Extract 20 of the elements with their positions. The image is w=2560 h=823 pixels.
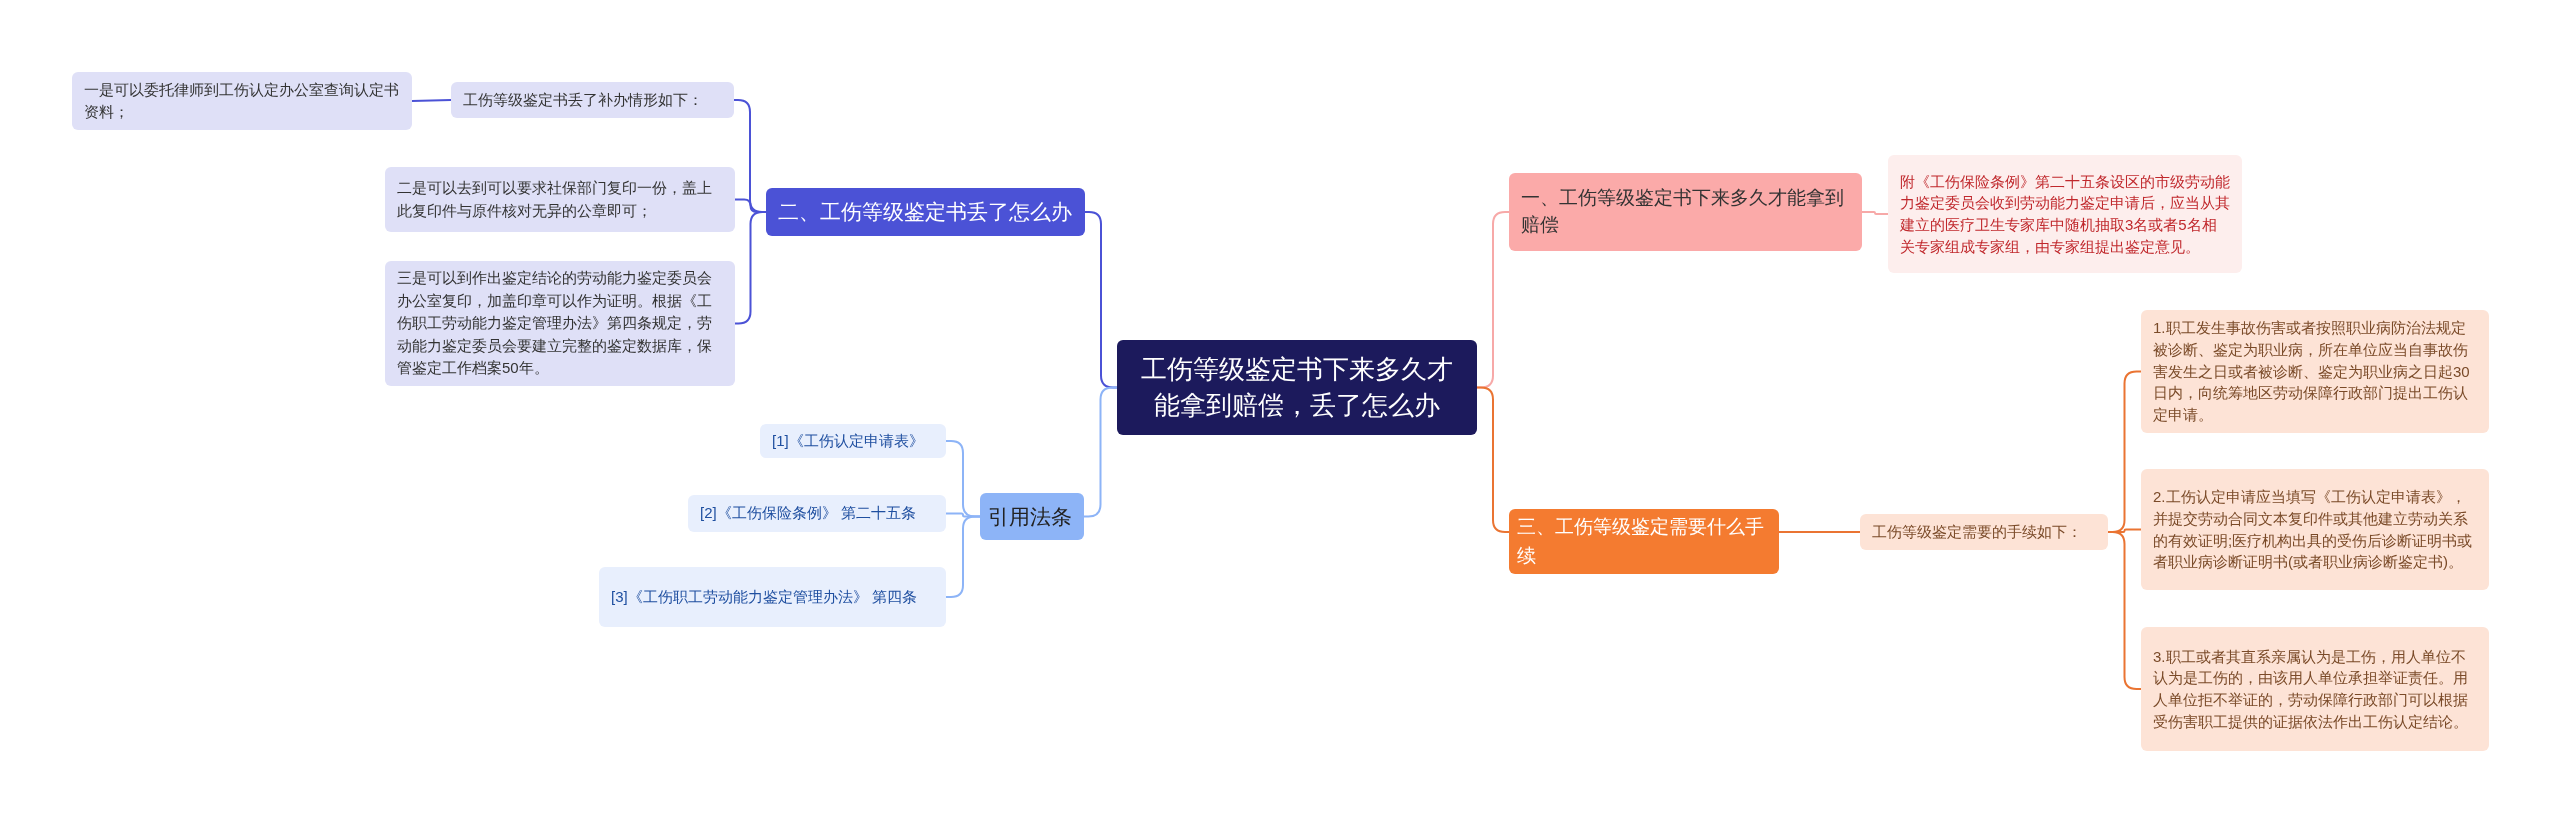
connector-line: [411, 99, 452, 102]
central-topic: 工伤等级鉴定书下来多久才能拿到赔偿，丢了怎么办: [1117, 340, 1477, 435]
subtopic-box: 附《工伤保险条例》第二十五条设区的市级劳动能力鉴定委员会收到劳动能力鉴定申请后，应当从其建立的医疗卫生专家库中随机抽取3名或者5名相关专家组成专家组，由专家组提出鉴定意见。: [1888, 155, 2242, 273]
subtopic-box: 一是可以委托律师到工伤认定办公室查询认定书资料；: [72, 72, 412, 130]
subtopic-box: 工伤等级鉴定需要的手续如下：: [1860, 514, 2108, 550]
subtopic-box: [1]《工伤认定申请表》: [760, 424, 946, 458]
subtopic-box: [3]《工伤职工劳动能力鉴定管理办法》 第四条: [599, 567, 946, 627]
connector-line: [1778, 531, 1861, 533]
branch-topic: 二、工伤等级鉴定书丢了怎么办: [766, 188, 1085, 236]
subtopic-box: 二是可以去到可以要求社保部门复印一份，盖上此复印件与原件核对无异的公章即可；: [385, 167, 735, 232]
subtopic-box: 三是可以到作出鉴定结论的劳动能力鉴定委员会办公室复印，加盖印章可以作为证明。根据《工伤职工劳动能力鉴定管理办法》第四条规定，劳动能力鉴定委员会要建立完整的鉴定数据库，保管鉴定工作档案50年。: [385, 261, 735, 386]
subtopic-box: [2]《工伤保险条例》 第二十五条: [688, 495, 946, 532]
subtopic-box: 3.职工或者其直系亲属认为是工伤，用人单位不认为是工伤的，由该用人单位承担举证责任。用人单位拒不举证的，劳动保障行政部门可以根据受伤害职工提供的证据依法作出工伤认定结论。: [2141, 627, 2489, 751]
connector-line: [1861, 211, 1889, 215]
subtopic-box: 2.工伤认定申请应当填写《工伤认定申请表》，并提交劳动合同文本复印件或其他建立劳动关系的有效证明;医疗机构出具的受伤后诊断证明书或者职业病诊断证明书(或者职业病诊断鉴定书)。: [2141, 469, 2489, 590]
subtopic-box: 工伤等级鉴定书丢了补办情形如下：: [451, 82, 734, 118]
branch-topic: 三、工伤等级鉴定需要什么手续: [1509, 509, 1779, 574]
branch-topic: 引用法条: [980, 493, 1084, 540]
subtopic-box: 1.职工发生事故伤害或者按照职业病防治法规定被诊断、鉴定为职业病，所在单位应当自事故伤害发生之日或者被诊断、鉴定为职业病之日起30日内，向统筹地区劳动保障行政部门提出工伤认定申请。: [2141, 310, 2489, 433]
branch-topic: 一、工伤等级鉴定书下来多久才能拿到赔偿: [1509, 173, 1862, 251]
